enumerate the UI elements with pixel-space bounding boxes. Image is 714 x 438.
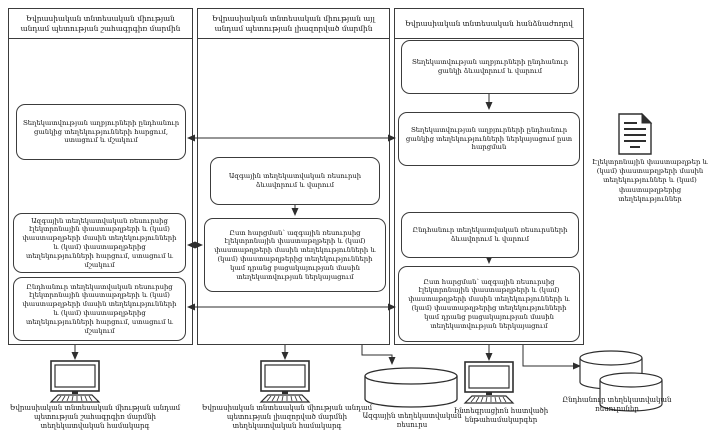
common-resources-label: Ընդհանուր տեղեկատվական ռեսուրսներ bbox=[562, 396, 672, 414]
system2-label: Եվրասիական տնտեսական միության անդամ պետո… bbox=[201, 404, 373, 431]
document-note: Էլեկտրոնային փաստաթղթեր և (կամ) փաստաթղթ… bbox=[592, 158, 708, 203]
process-box-request-national: Ազգային տեղեկատվական ռեսուրսից էլեկտրոնա… bbox=[13, 213, 186, 273]
integration-subsystems-label: Ինտեգրացիոն հատվածի ենթահամակարգեր bbox=[453, 407, 549, 425]
lane-header-authorized-body: Եվրասիական տնտեսական միության այլ անդամ … bbox=[198, 9, 389, 39]
process-box-common-list-provide: Տեղեկատվության աղբյուրների ընդհանուր ցան… bbox=[398, 112, 580, 166]
computer-icon bbox=[253, 360, 317, 408]
arrow-lane2-to-national-resource bbox=[361, 345, 396, 365]
process-box-request-list: Տեղեկատվության աղբյուրների ընդհանուր ցան… bbox=[16, 104, 186, 160]
arrow-lane3-to-common-resources bbox=[522, 345, 581, 370]
computer-icon bbox=[457, 361, 521, 409]
database-icon bbox=[363, 366, 459, 414]
process-box-common-provide: Ըստ հարցման՝ ազգային ռեսուրսից էլեկտրոնա… bbox=[398, 266, 580, 342]
process-box-common-list-maintain: Տեղեկատվության աղբյուրների ընդհանուր ցան… bbox=[401, 40, 579, 94]
lane-header-interested-body: Եվրասիական տնտեսական միության անդամ պետո… bbox=[9, 9, 192, 39]
document-icon bbox=[616, 112, 654, 160]
national-resource-label: Ազգային տեղեկատվական ռեսուրս bbox=[362, 412, 462, 430]
database-stack-icon bbox=[578, 349, 664, 419]
lane-header-commission: Եվրասիական տնտեսական հանձնաժողով bbox=[395, 9, 583, 39]
system1-label: Եվրասիական տնտեսական միության անդամ պետո… bbox=[9, 404, 181, 431]
process-box-national-provide: Ըստ հարցման՝ ազգային ռեսուրսից էլեկտրոնա… bbox=[204, 218, 386, 292]
process-box-request-common: Ընդհանուր տեղեկատվական ռեսուրսից էլեկտրո… bbox=[13, 277, 186, 341]
process-box-common-resources-maintain: Ընդհանուր տեղեկատվական ռեսուրսների ձևավո… bbox=[401, 212, 579, 258]
process-box-national-resource-maintain: Ազգային տեղեկատվական ռեսուրսի ձևավորում … bbox=[210, 157, 380, 205]
computer-icon bbox=[43, 360, 107, 408]
